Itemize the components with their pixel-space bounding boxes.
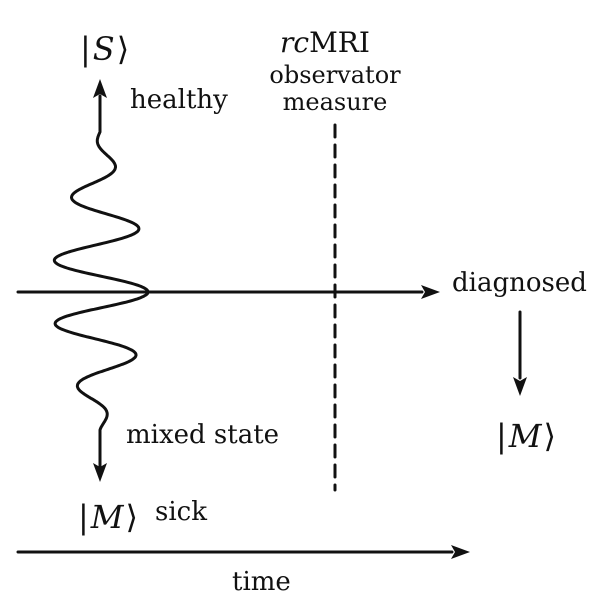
label-measure: measure <box>283 88 388 116</box>
state-axis-arrowhead <box>421 285 440 299</box>
label-observer: observator <box>269 61 401 89</box>
time-axis-arrowhead <box>451 545 470 559</box>
diagnosed-down-arrowhead <box>513 377 527 396</box>
label-sick: sick <box>155 497 207 527</box>
arrowhead-down <box>93 463 107 482</box>
label-diagnosed: diagnosed <box>452 268 587 298</box>
arrowhead-up <box>93 79 107 98</box>
wave-down-arrow <box>53 290 150 468</box>
label-mixed-state: mixed state <box>126 420 279 450</box>
wave-up-arrow <box>52 94 150 294</box>
ket-m-sick: |M⟩ <box>78 498 138 536</box>
ket-m-diagnosed: |M⟩ <box>496 417 556 455</box>
label-healthy: healthy <box>130 85 228 115</box>
label-time: time <box>232 567 291 597</box>
ket-s: |S⟩ <box>80 30 129 68</box>
label-rcmri: rcMRI <box>280 26 370 59</box>
